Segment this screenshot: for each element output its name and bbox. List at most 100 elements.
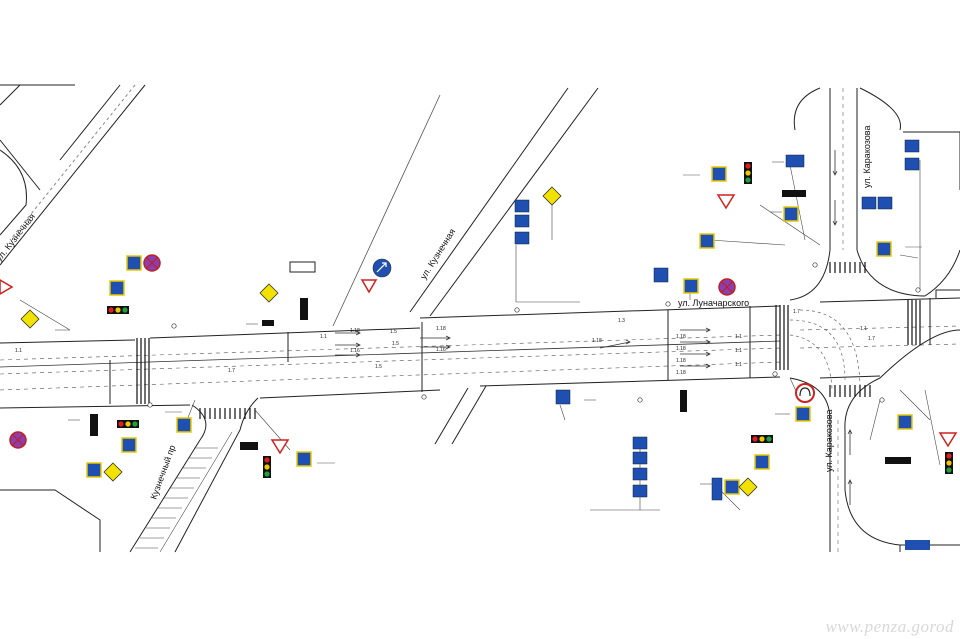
- information-signs: [514, 139, 920, 501]
- leader-lines: [19, 160, 941, 511]
- road-edge: [789, 377, 831, 552]
- pedestrian-crossing-sign-icon: [724, 479, 740, 495]
- main-road-south-edge-west: [0, 404, 191, 409]
- kerb-curve: [924, 249, 960, 297]
- kerb-curve: [859, 87, 901, 131]
- no-stopping-sign-icon: [143, 254, 161, 272]
- marking-label: 1.5: [392, 341, 399, 347]
- building-outline: [289, 261, 316, 273]
- street-label-kuznechnaya-west: ул. Кузнечная: [0, 212, 37, 264]
- kerb-curve: [0, 149, 27, 236]
- marking-label: 1.1: [15, 348, 22, 354]
- parking-hatching: [135, 447, 218, 549]
- main-road: [0, 297, 960, 409]
- lane-direction-sign-icon: [514, 231, 530, 245]
- lane-line: [799, 325, 960, 331]
- road-edge: [409, 87, 569, 313]
- main-road-sign-icon: [20, 309, 40, 329]
- main-road-north-edge-west: [0, 339, 136, 344]
- building-outline: [935, 289, 960, 298]
- info-plate-icon: [782, 190, 806, 197]
- crosswalk-karakozova-south: [829, 385, 871, 397]
- traffic-light-icon: [263, 456, 271, 478]
- lane-line: [0, 361, 781, 391]
- traffic-light-icon: [945, 452, 953, 474]
- lane-direction-sign-icon: [632, 436, 648, 450]
- pedestrian-crossing-sign-icon: [176, 417, 192, 433]
- lane-direction-sign-icon: [632, 484, 648, 498]
- arrow-icon: [376, 262, 387, 273]
- center-line: [0, 340, 781, 368]
- marking-label: 1.18: [676, 358, 686, 364]
- sign-code-ticks: [55, 161, 922, 485]
- pedestrian-crossing-sign-icon: [683, 278, 699, 294]
- road-edge: [0, 139, 41, 191]
- pedestrian-crossing-sign-icon: [711, 166, 727, 182]
- direction-sign-icon: [905, 540, 930, 550]
- info-plate-icon: [240, 442, 258, 450]
- pedestrian-crossing-sign-icon: [296, 451, 312, 467]
- crosswalk-west: [136, 338, 150, 404]
- info-plate-icon: [90, 414, 98, 436]
- marking-label: 1.16: [436, 347, 446, 353]
- main-road-sign-icon: [259, 283, 279, 303]
- kerb-curve: [856, 249, 926, 297]
- crosswalk-east: [775, 305, 789, 370]
- marking-label: 1.7: [868, 336, 875, 342]
- building-outlines: [0, 131, 960, 552]
- info-plate-icon: [885, 457, 911, 464]
- intersection-turn-lines: [789, 309, 861, 391]
- watermark: www.penza.gorod: [825, 617, 954, 636]
- traffic-light-icon: [751, 435, 773, 443]
- marking-label: 1.5: [390, 329, 397, 335]
- pedestrian-crossing-sign-icon: [109, 280, 125, 296]
- kerb-curve: [879, 329, 960, 379]
- info-plates: [90, 190, 911, 464]
- parking-edge: [159, 431, 233, 553]
- give-way-signs: [0, 194, 958, 455]
- lane-direction-sign-icon: [632, 467, 648, 481]
- kuznechnaya-street: [0, 84, 146, 266]
- lane-direction-sign-icon: [904, 157, 920, 171]
- mandatory-direction-signs: [372, 258, 815, 403]
- lane-direction-sign-icon: [877, 196, 893, 210]
- marking-label: 1.5: [375, 364, 382, 370]
- pedestrian-crossing-signs: [86, 166, 913, 495]
- marking-label: 1.18: [592, 338, 602, 344]
- marking-label: 1.18: [350, 328, 360, 334]
- pedestrian-crossing-sign-icon: [86, 462, 102, 478]
- road-edge-west: [332, 94, 441, 327]
- crosswalk-karakozova-north: [829, 262, 866, 273]
- no-stopping-sign-icon: [9, 431, 27, 449]
- marking-label: 1.16: [350, 348, 360, 354]
- priority-road-signs: [20, 186, 758, 497]
- direction-sign-icon: [555, 389, 571, 405]
- kuznechnaya-diagonal: [332, 87, 599, 445]
- info-plate-icon: [262, 320, 274, 326]
- stop-lines: [109, 298, 931, 404]
- info-plate-icon: [680, 390, 687, 412]
- lane-direction-sign-icon: [632, 451, 648, 465]
- building-outline: [0, 489, 101, 552]
- marking-label: 1.3: [618, 318, 625, 324]
- pedestrian-crossings: [136, 262, 921, 419]
- marking-label: 1.1: [735, 348, 742, 354]
- pedestrian-crossing-sign-icon: [126, 255, 142, 271]
- street-label-kuznechny-pr: Кузнечный пр: [148, 444, 177, 501]
- main-road-south-edge-mid: [259, 389, 441, 399]
- lane-direction-sign-icon: [904, 139, 920, 153]
- lane-direction-sign-icon: [514, 214, 530, 228]
- crosswalk-kuznechny: [199, 408, 256, 419]
- pedestrian-crossing-sign-icon: [876, 241, 892, 257]
- main-road-sign-icon: [542, 186, 562, 206]
- road-edge: [0, 84, 21, 106]
- street-label-karakozova-north: ул. Каракозова: [862, 126, 872, 188]
- lane-direction-sign-icon: [711, 477, 723, 501]
- lane-direction-sign-icon: [514, 199, 530, 213]
- karakozova-street: [789, 87, 960, 552]
- marking-label: 1.1: [860, 326, 867, 332]
- road-edge: [0, 84, 146, 266]
- marking-label: 1.18: [676, 346, 686, 352]
- marking-label: 1.18: [436, 326, 446, 332]
